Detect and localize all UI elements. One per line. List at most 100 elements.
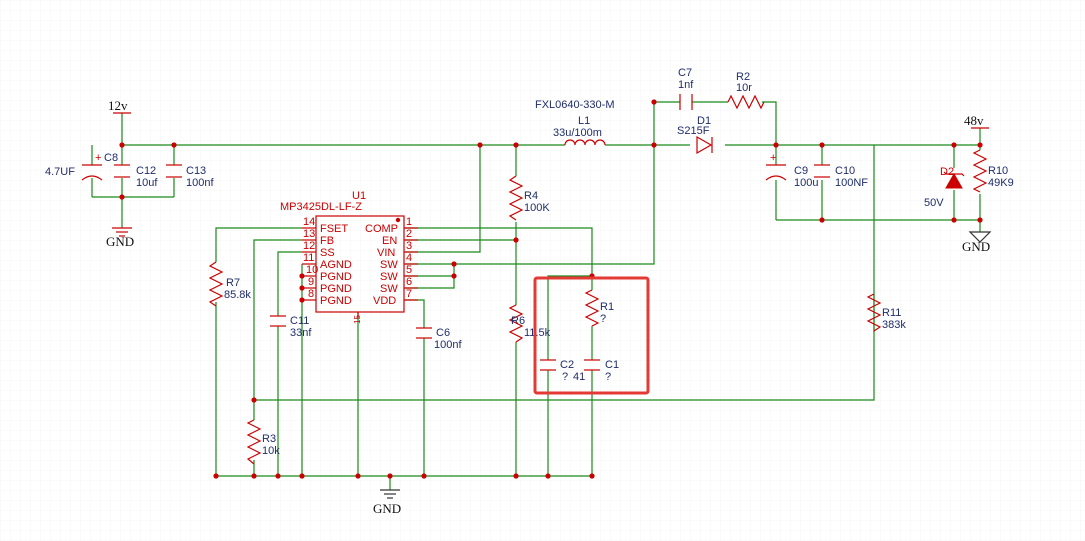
capacitor-c7[interactable]: C7 1nf: [678, 67, 694, 110]
d1-ref: D1: [697, 115, 711, 127]
c1-value: ?: [605, 371, 611, 383]
capacitor-c1[interactable]: C1 ?: [584, 359, 619, 383]
u1-part: MP3425DL-LF-Z: [280, 201, 362, 213]
svg-text:VIN: VIN: [377, 247, 395, 259]
resistor-r3[interactable]: R3 10k: [246, 419, 280, 465]
r4-value: 100K: [524, 202, 550, 214]
svg-text:3: 3: [406, 240, 412, 252]
u1-ref: U1: [352, 190, 366, 202]
d2-ref: D2: [940, 166, 954, 178]
c7-ref: C7: [678, 67, 692, 79]
resistor-r2[interactable]: R2 10r: [727, 71, 765, 110]
svg-text:9: 9: [308, 276, 314, 288]
c2-value: ?: [562, 371, 568, 383]
r3-ref: R3: [262, 433, 276, 445]
c13-value: 100nf: [186, 177, 214, 189]
diode-d1[interactable]: D1 S215F: [677, 115, 713, 155]
resistor-r4[interactable]: R4 100K: [508, 175, 550, 221]
r4-ref: R4: [524, 190, 538, 202]
capacitor-c8[interactable]: + C8 4.7UF: [45, 152, 118, 181]
c9-ref: C9: [794, 165, 808, 177]
resistor-r1[interactable]: R1 ?: [584, 289, 614, 327]
r11-ref: R11: [882, 307, 901, 319]
c10-value: 100NF: [835, 177, 868, 189]
r1-ref: R1: [600, 301, 614, 313]
r6-value: 11.5k: [524, 327, 551, 339]
c11-ref: C11: [290, 315, 309, 327]
c12-ref: C12: [136, 165, 156, 177]
svg-text:5: 5: [406, 264, 412, 276]
c10-ref: C10: [835, 165, 855, 177]
capacitor-c6[interactable]: C6 100nf: [416, 327, 462, 351]
inductor-l1[interactable]: FXL0640-330-M L1 33u/100m: [535, 99, 615, 146]
l1-part: FXL0640-330-M: [535, 99, 615, 111]
resistor-r11[interactable]: R11 383k: [866, 293, 906, 332]
r3-value: 10k: [262, 445, 280, 457]
r2-ref: R2: [736, 71, 750, 83]
svg-text:13: 13: [303, 228, 315, 240]
svg-text:1: 1: [406, 216, 412, 228]
c13-ref: C13: [186, 165, 206, 177]
c8-value: 4.7UF: [45, 166, 75, 178]
svg-text:14: 14: [303, 216, 315, 228]
capacitor-c11[interactable]: C11 33nf: [270, 315, 312, 339]
svg-text:12: 12: [303, 240, 315, 252]
c8-ref: C8: [104, 152, 118, 164]
c11-value: 33nf: [290, 327, 312, 339]
gnd-left-label: GND: [106, 234, 134, 249]
gnd-symbol-bottom[interactable]: GND: [373, 489, 401, 516]
c9-value: 100u: [794, 177, 818, 189]
r10-ref: R10: [988, 165, 1008, 177]
svg-text:FSET: FSET: [320, 223, 348, 235]
r2-value: 10r: [736, 82, 752, 94]
svg-text:SW: SW: [380, 259, 398, 271]
c6-value: 100nf: [434, 339, 462, 351]
wires: [91, 101, 981, 490]
vout-label: 48v: [964, 113, 984, 128]
svg-text:11: 11: [303, 252, 314, 264]
svg-text:15: 15: [353, 315, 362, 324]
svg-text:AGND: AGND: [320, 259, 352, 271]
resistor-r7[interactable]: R7 85.8k: [208, 261, 251, 307]
svg-text:SW: SW: [380, 271, 398, 283]
r7-ref: R7: [226, 277, 240, 289]
d2-value: 50V: [924, 197, 944, 209]
gnd-symbol-right[interactable]: GND: [962, 231, 992, 254]
svg-text:PGND: PGND: [320, 295, 352, 307]
capacitor-c2[interactable]: C2 ? 41: [540, 359, 585, 383]
c2-ref: C2: [560, 359, 574, 371]
ic-u1[interactable]: U1 MP3425DL-LF-Z 14 13 12 11 10 9 8 FSET…: [280, 190, 418, 324]
svg-text:+: +: [770, 152, 776, 164]
gnd-right-label: GND: [962, 239, 990, 254]
r6-ref: R6: [511, 315, 525, 327]
svg-text:EN: EN: [382, 235, 397, 247]
capacitor-c10[interactable]: C10 100NF: [814, 164, 868, 189]
u1-exposed-pad: 15: [353, 312, 362, 324]
r7-value: 85.8k: [224, 289, 251, 301]
svg-text:8: 8: [308, 288, 314, 300]
capacitor-c12[interactable]: C12 10uf: [114, 164, 158, 189]
resistor-r10[interactable]: R10 49K9: [972, 149, 1014, 193]
capacitor-c9[interactable]: + C9 100u: [765, 152, 818, 189]
selection-highlight-box[interactable]: [533, 276, 650, 395]
svg-text:2: 2: [406, 228, 412, 240]
capacitor-c13[interactable]: C13 100nf: [166, 164, 214, 189]
c6-ref: C6: [436, 327, 450, 339]
svg-text:VDD: VDD: [373, 295, 396, 307]
svg-text:FB: FB: [320, 235, 334, 247]
c7-value: 1nf: [678, 79, 694, 91]
svg-text:4: 4: [406, 252, 412, 264]
vin-power-symbol[interactable]: 12v: [108, 98, 131, 114]
resistor-r6[interactable]: R6 11.5k: [508, 304, 551, 343]
zener-diode-d2[interactable]: D2 50V: [924, 166, 965, 209]
svg-text:6: 6: [406, 276, 412, 288]
vout-power-symbol[interactable]: 48v: [964, 113, 989, 129]
r1-value: ?: [600, 313, 606, 325]
c2-extra: 41: [573, 371, 585, 383]
d1-value: S215F: [677, 125, 710, 137]
gnd-symbol-left[interactable]: GND: [106, 227, 134, 249]
junctions: [119, 99, 983, 479]
vin-label: 12v: [108, 98, 128, 113]
